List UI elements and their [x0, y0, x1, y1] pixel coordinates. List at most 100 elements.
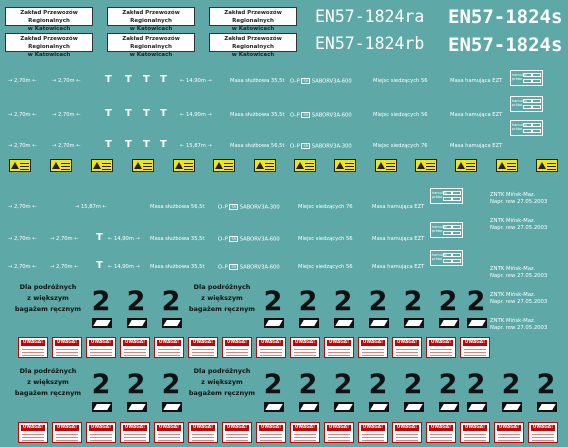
warning-sticker	[173, 159, 195, 172]
braking-mass: Masa hamująca EZT	[450, 78, 503, 84]
unit-number-rb: EN57-1824rb	[315, 34, 425, 53]
warning-sticker	[91, 159, 113, 172]
seat-count: Miejsc siedzących 76	[298, 204, 353, 210]
t-symbol: T	[160, 139, 167, 150]
no-smoking-sticker	[467, 318, 487, 328]
braking-mass: Masa hamująca EZT	[372, 204, 425, 210]
uwaga-sign: UWAGA!	[460, 337, 490, 358]
class-2-numeral: 2	[501, 369, 521, 400]
repair-info: ZNTK Mińsk-Maz.Napr. rew 27.05.2003	[490, 266, 548, 279]
warning-triangle-icon	[52, 162, 60, 169]
uwaga-sign: UWAGA!	[256, 422, 286, 443]
uwaga-sign: UWAGA!	[154, 422, 184, 443]
class-2-numeral: 2	[333, 286, 353, 317]
uwaga-sign: UWAGA!	[460, 422, 490, 443]
uwaga-sign: UWAGA!	[188, 422, 218, 443]
no-smoking-sticker	[162, 318, 182, 328]
uwaga-sign: UWAGA!	[86, 337, 116, 358]
t-symbol: T	[125, 74, 132, 85]
dimension-label: ← 14,90m →	[180, 78, 212, 84]
uwaga-sign: UWAGA!	[256, 337, 286, 358]
dimension-label: → 2,70m ←	[8, 264, 37, 270]
t-symbol: T	[125, 139, 132, 150]
no-smoking-sticker	[127, 318, 147, 328]
class-2-numeral: 2	[466, 369, 486, 400]
warning-triangle-icon	[336, 162, 344, 169]
warning-sticker	[9, 159, 31, 172]
dimension-label: → 2,70m ←	[52, 143, 81, 149]
t-symbol: T	[105, 108, 112, 119]
unit-number-s: EN57-1824s	[448, 34, 563, 56]
warning-sticker	[536, 159, 558, 172]
dimension-label: ← 14,90m →	[108, 236, 140, 242]
no-smoking-sticker	[404, 318, 424, 328]
uwaga-sign: UWAGA!	[86, 422, 116, 443]
no-smoking-sticker	[299, 402, 319, 412]
no-smoking-sticker	[127, 402, 147, 412]
class-2-numeral: 2	[298, 286, 318, 317]
brake-code: O–P SR SABORV3A-600	[218, 236, 280, 243]
warning-triangle-icon	[93, 162, 101, 169]
seat-count: Miejsc siedzących 56	[298, 264, 353, 270]
warning-triangle-icon	[377, 162, 385, 169]
uwaga-sign: UWAGA!	[188, 337, 218, 358]
uwaga-sign: UWAGA!	[154, 337, 184, 358]
warning-triangle-icon	[256, 162, 264, 169]
no-smoking-sticker	[502, 402, 522, 412]
dimension-label: → 2,70m ←	[8, 204, 37, 210]
brake-code: O–P SR SABORV3A-600	[290, 112, 352, 119]
warning-sticker	[254, 159, 276, 172]
service-mass: Masa służbowa 56,5t	[230, 143, 285, 149]
class-2-numeral: 2	[368, 286, 388, 317]
class-2-numeral: 2	[536, 369, 556, 400]
uwaga-sign: UWAGA!	[222, 337, 252, 358]
unit-number-s: EN57-1824s	[448, 6, 563, 28]
warning-triangle-icon	[417, 162, 425, 169]
warning-triangle-icon	[457, 162, 465, 169]
no-smoking-sticker	[264, 318, 284, 328]
dimension-label: ← 14,90m →	[108, 264, 140, 270]
uwaga-sign: UWAGA!	[392, 422, 422, 443]
uwaga-sign: UWAGA!	[290, 422, 320, 443]
no-smoking-sticker	[439, 402, 459, 412]
braking-mass: Masa hamująca EZT	[450, 112, 503, 118]
uwaga-sign: UWAGA!	[494, 422, 524, 443]
repair-info: ZNTK Mińsk-Maz.Napr. rew 27.05.2003	[490, 318, 548, 331]
dimension-label: ← 14,90m →	[180, 112, 212, 118]
uwaga-sign: UWAGA!	[222, 422, 252, 443]
class-2-numeral: 2	[91, 369, 111, 400]
uwaga-sign: UWAGA!	[426, 337, 456, 358]
class-2-numeral: 2	[333, 369, 353, 400]
no-smoking-sticker	[162, 402, 182, 412]
warning-triangle-icon	[538, 162, 546, 169]
warning-sticker	[375, 159, 397, 172]
uwaga-sign: UWAGA!	[120, 422, 150, 443]
service-mass: Masa służbowa 35,5t	[150, 236, 205, 242]
service-mass: Masa służbowa 35,5t	[150, 264, 205, 270]
braking-mass: Masa hamująca EZT	[450, 143, 503, 149]
brake-code: O–P SR SABORV3A-300	[290, 143, 352, 150]
dimension-label: → 2,70m ←	[8, 112, 37, 118]
t-symbol: T	[105, 74, 112, 85]
uwaga-sign: UWAGA!	[392, 337, 422, 358]
t-symbol: T	[160, 108, 167, 119]
dimension-label: → 2,70m ←	[52, 112, 81, 118]
service-mass: Masa służbowa 56,5t	[150, 204, 205, 210]
class-2-numeral: 2	[161, 369, 181, 400]
class-2-numeral: 2	[126, 369, 146, 400]
dimension-label: → 2,70m ←	[8, 143, 37, 149]
class-2-numeral: 2	[263, 286, 283, 317]
no-smoking-sticker	[537, 402, 557, 412]
class-2-numeral: 2	[161, 286, 181, 317]
dimension-label: ← 15,87m →	[180, 143, 212, 149]
uwaga-sign: UWAGA!	[52, 422, 82, 443]
warning-sticker	[415, 159, 437, 172]
brake-code: O–P SR SABORV3A-300	[218, 204, 280, 211]
